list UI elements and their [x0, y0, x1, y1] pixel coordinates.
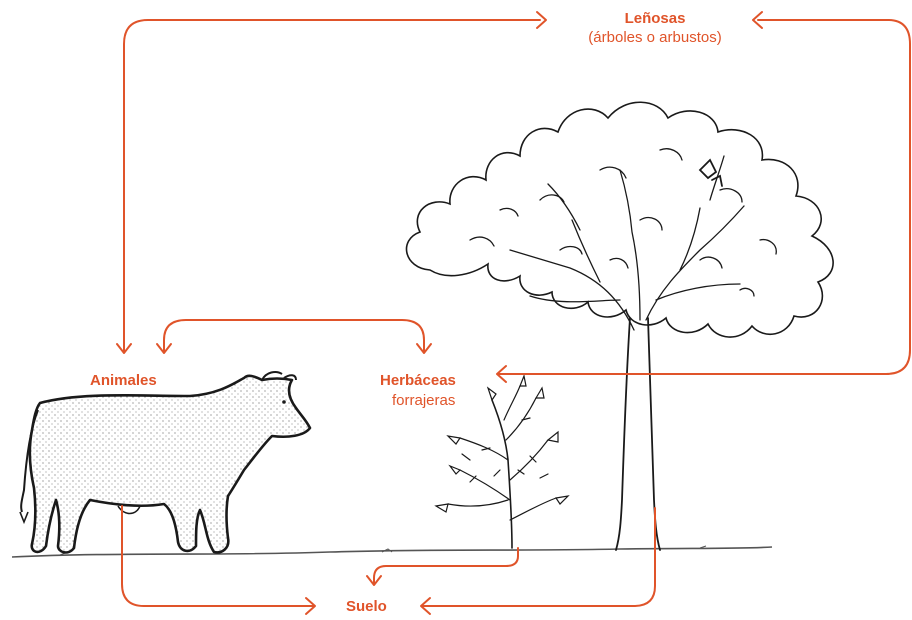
arrowhead-into-lenosas-left [536, 11, 547, 29]
lenosas-title: Leñosas [624, 10, 686, 27]
suelo-label: Suelo [346, 598, 387, 615]
animales-label: Animales [90, 372, 157, 389]
arrow-herbaceas-animales [163, 319, 425, 353]
shrub-illustration [434, 373, 570, 549]
ground-line [11, 546, 773, 558]
arrow-lenosas-to-animales [123, 19, 541, 353]
herbaceas-subtitle: forrajeras [392, 392, 456, 409]
arrow-tree-to-suelo [421, 507, 656, 607]
arrow-animales-to-suelo [121, 505, 315, 607]
arrow-tree-to-lenosas [497, 19, 911, 375]
herbaceas-title: Herbáceas [380, 372, 456, 389]
tree-illustration [405, 101, 834, 551]
cow-illustration [19, 371, 312, 554]
arrows [116, 11, 911, 615]
lenosas-subtitle: (árboles o arbustos) [588, 29, 722, 46]
arrow-shrub-to-suelo [373, 547, 519, 585]
